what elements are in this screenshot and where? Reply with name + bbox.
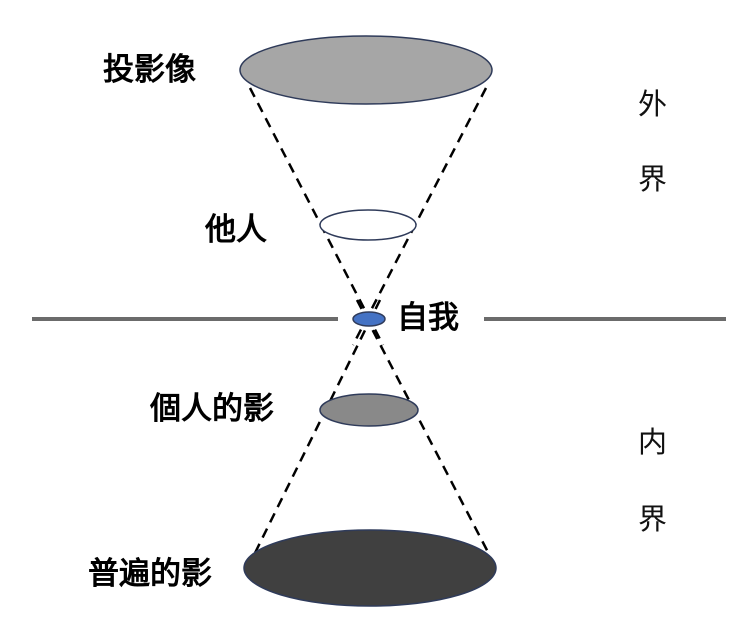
- projection-ellipse: [239, 35, 493, 105]
- cone-line-upper-left: [248, 87, 385, 346]
- personal-shadow-ellipse: [319, 393, 419, 427]
- inner-world-char-1: 内: [638, 425, 668, 459]
- inner-world-char-2: 界: [638, 502, 668, 536]
- projection-label: 投影像: [103, 52, 196, 88]
- outer-world-char-1: 外: [638, 87, 668, 121]
- others-label: 他人: [205, 212, 267, 248]
- universal-shadow-ellipse: [243, 529, 497, 607]
- self-label: 自我: [397, 300, 459, 336]
- cone-line-upper-right: [351, 87, 488, 346]
- cone-line-lower-left: [253, 299, 382, 554]
- universal-shadow-label: 普遍的影: [88, 556, 212, 592]
- outer-world-char-2: 界: [638, 162, 668, 196]
- self-ellipse: [352, 311, 386, 327]
- personal-shadow-label: 個人的影: [150, 391, 274, 427]
- others-ellipse: [319, 209, 417, 241]
- cone-line-lower-right: [355, 299, 492, 557]
